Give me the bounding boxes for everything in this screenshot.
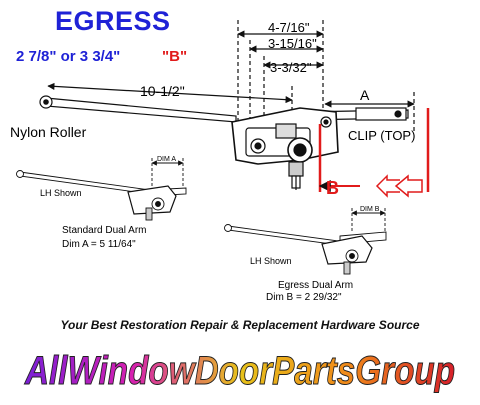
dim-a-small: DIM A bbox=[157, 156, 176, 163]
dim-10-1-2: 10-1/2" bbox=[140, 83, 185, 99]
standard-dim-value: Dim A = 5 11/64" bbox=[62, 239, 136, 250]
nylon-roller-label: Nylon Roller bbox=[10, 124, 87, 140]
egress-name: Egress Dual Arm bbox=[278, 280, 353, 291]
egress-lh-shown: LH Shown bbox=[250, 256, 292, 266]
egress-operator bbox=[224, 208, 387, 275]
dim-4-7-16: 4-7/16" bbox=[268, 20, 310, 35]
clip-label: CLIP (TOP) bbox=[348, 128, 415, 143]
standard-name: Standard Dual Arm bbox=[62, 225, 147, 236]
b-badge: "B" bbox=[162, 48, 188, 65]
dim-a: A bbox=[360, 87, 370, 103]
main-operator bbox=[39, 20, 415, 190]
b-label: B bbox=[326, 178, 339, 198]
dim-b-small: DIM B bbox=[360, 206, 380, 213]
standard-operator bbox=[16, 158, 187, 221]
size-options: 2 7/8" or 3 3/4" bbox=[16, 48, 121, 65]
dim-3-15-16: 3-15/16" bbox=[268, 36, 317, 51]
standard-lh-shown: LH Shown bbox=[40, 188, 82, 198]
tagline: Your Best Restoration Repair & Replaceme… bbox=[60, 318, 420, 332]
brand-logo: AllWindowDoorPartsGroup bbox=[24, 349, 455, 393]
dim-3-3-32: 3-3/32" bbox=[270, 60, 312, 75]
b-indicator bbox=[318, 108, 430, 198]
egress-dim-value: Dim B = 2 29/32" bbox=[266, 292, 342, 303]
title: EGRESS bbox=[55, 6, 171, 36]
